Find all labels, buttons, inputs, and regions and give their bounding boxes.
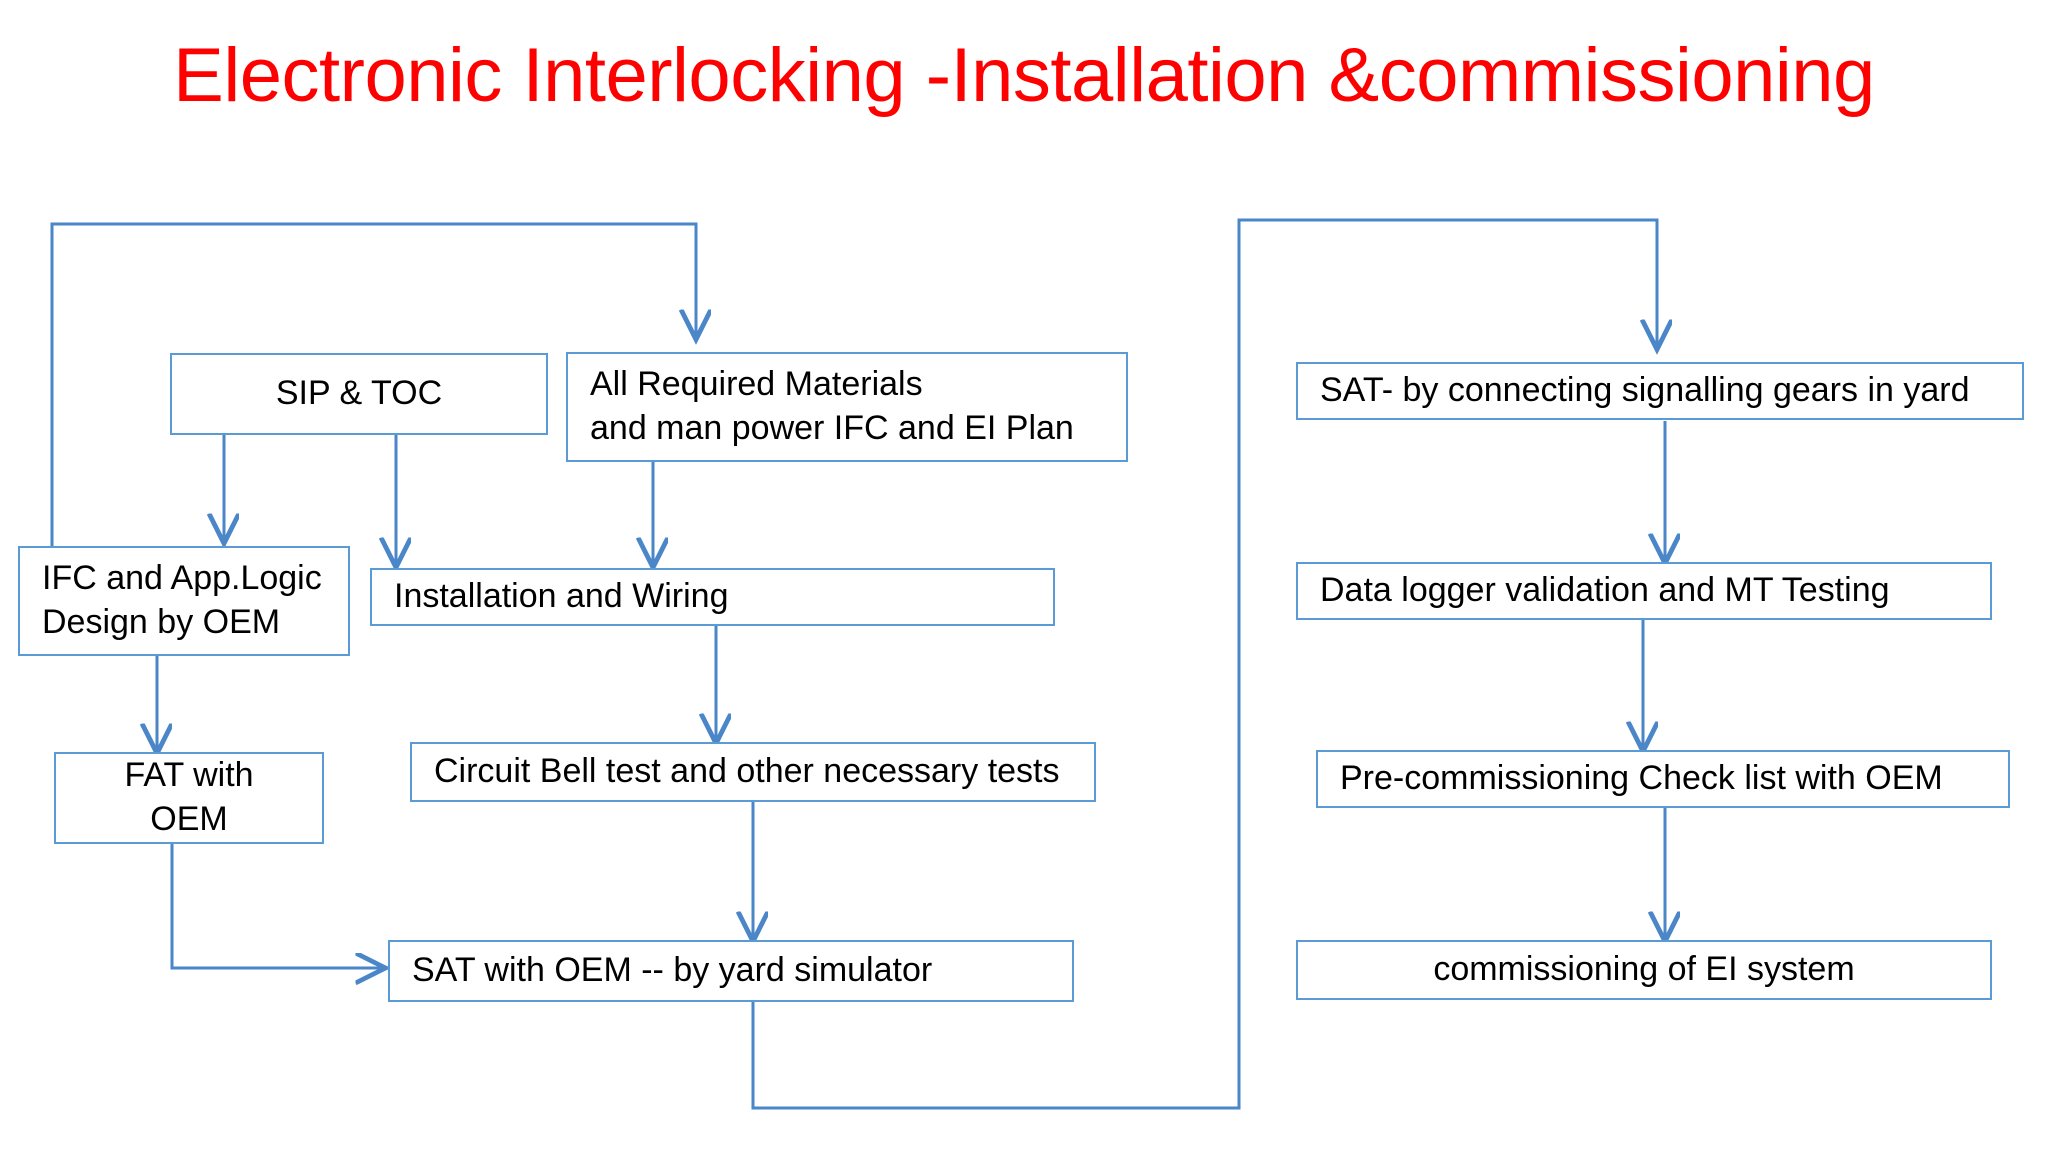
node-circuit-bell-test[interactable]: Circuit Bell test and other necessary te… (410, 742, 1096, 802)
node-sat-with-oem[interactable]: SAT with OEM -- by yard simulator (388, 940, 1074, 1002)
edge-fat-to-sat (170, 843, 384, 968)
node-installation-wiring-label: Installation and Wiring (394, 577, 729, 616)
node-sat-signalling-gears[interactable]: SAT- by connecting signalling gears in y… (1296, 362, 2024, 420)
node-commissioning-ei-label: commissioning of EI system (1433, 950, 1855, 989)
node-pre-commissioning-label: Pre-commissioning Check list with OEM (1340, 759, 1943, 798)
node-fat-with-oem[interactable]: FAT with OEM (54, 752, 324, 844)
node-pre-commissioning[interactable]: Pre-commissioning Check list with OEM (1316, 750, 2010, 808)
node-circuit-bell-test-label: Circuit Bell test and other necessary te… (434, 752, 1060, 791)
node-sip-toc[interactable]: SIP & TOC (170, 353, 548, 435)
node-commissioning-ei[interactable]: commissioning of EI system (1296, 940, 1992, 1000)
node-all-required-materials[interactable]: All Required Materials and man power IFC… (566, 352, 1128, 462)
node-data-logger-mt[interactable]: Data logger validation and MT Testing (1296, 562, 1992, 620)
node-fat-with-oem-label: FAT with OEM (124, 756, 254, 838)
node-ifc-app-logic-label: IFC and App.Logic Design by OEM (42, 559, 322, 641)
node-data-logger-mt-label: Data logger validation and MT Testing (1320, 571, 1890, 610)
node-installation-wiring[interactable]: Installation and Wiring (370, 568, 1055, 626)
node-all-required-materials-label: All Required Materials and man power IFC… (590, 365, 1074, 447)
node-sat-signalling-gears-label: SAT- by connecting signalling gears in y… (1320, 371, 1970, 410)
node-sat-with-oem-label: SAT with OEM -- by yard simulator (412, 951, 933, 990)
page-title: Electronic Interlocking -Installation &c… (173, 33, 1875, 118)
node-ifc-app-logic[interactable]: IFC and App.Logic Design by OEM (18, 546, 350, 656)
node-sip-toc-label: SIP & TOC (275, 374, 443, 413)
